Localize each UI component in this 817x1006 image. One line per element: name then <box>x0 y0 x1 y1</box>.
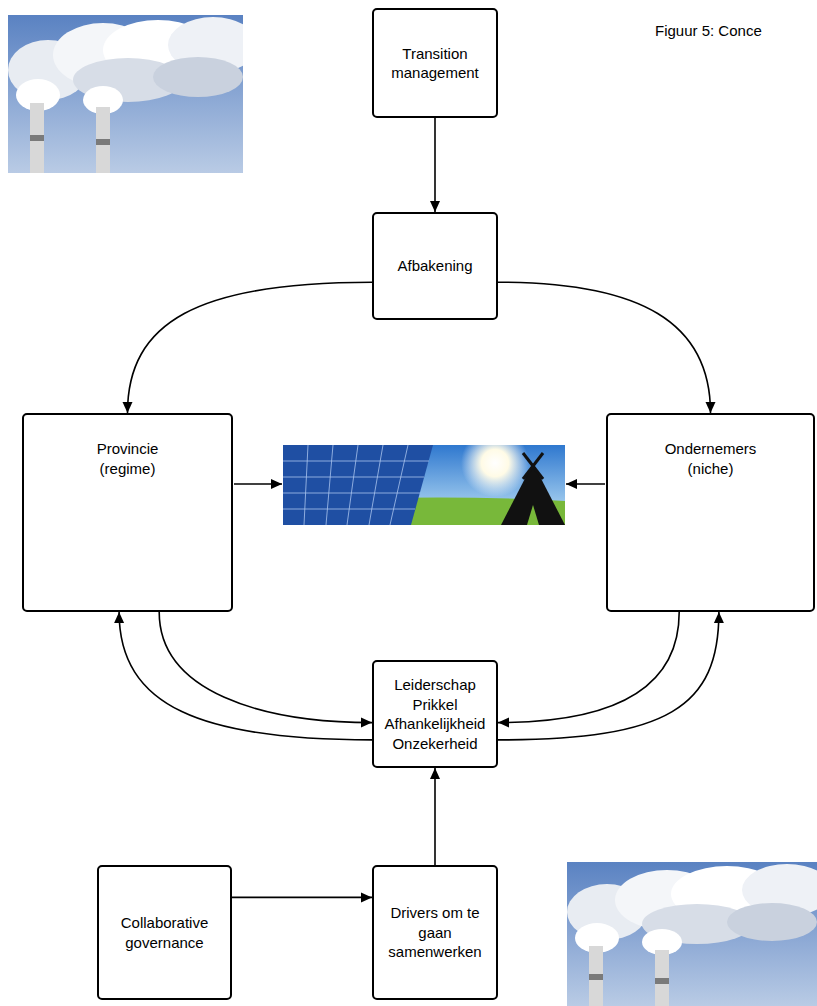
flow-arrow <box>128 282 373 413</box>
box-label: Collaborative governance <box>121 913 209 952</box>
flow-arrow <box>498 612 719 740</box>
chimneys <box>30 103 110 173</box>
actor-box: Ondernemers (niche) <box>606 413 815 612</box>
box-label: Ondernemers (niche) <box>665 439 757 478</box>
smoke <box>8 17 243 114</box>
process-box: Afbakening <box>372 212 498 320</box>
box-label: Drivers om te gaan samenwerken <box>385 903 485 962</box>
solar-panels <box>283 445 433 525</box>
flow-arrow <box>498 612 679 723</box>
chimneys <box>589 946 669 1006</box>
box-label: Provincie (regime) <box>97 439 159 478</box>
box-label: Leiderschap Prikkel Afhankelijkheid Onze… <box>385 675 486 753</box>
box-label: Transition management <box>391 44 479 83</box>
theory-box: Collaborative governance <box>97 865 232 1000</box>
flow-arrow <box>159 612 372 723</box>
flow-arrow <box>119 612 372 740</box>
tent-symbol <box>501 453 565 525</box>
smoke <box>567 864 817 955</box>
flow-arrow <box>434 768 436 865</box>
box-label: Afbakening <box>397 256 472 276</box>
picture-arrow <box>234 483 282 485</box>
sun <box>461 445 529 497</box>
figure-title: Figuur 5: Conce <box>655 22 762 39</box>
picture-arrow <box>566 483 605 485</box>
smokestack-photo <box>567 862 817 1006</box>
actor-box: Provincie (regime) <box>22 413 233 612</box>
flow-arrow <box>498 282 711 413</box>
flow-arrow <box>434 118 436 212</box>
solar-tent-picture <box>283 445 565 525</box>
driver-box: Drivers om te gaan samenwerken <box>372 865 498 1000</box>
factor-box: Leiderschap Prikkel Afhankelijkheid Onze… <box>372 660 498 768</box>
smokestack-photo <box>8 15 243 173</box>
process-box: Transition management <box>372 8 498 118</box>
flow-arrow <box>232 897 372 899</box>
